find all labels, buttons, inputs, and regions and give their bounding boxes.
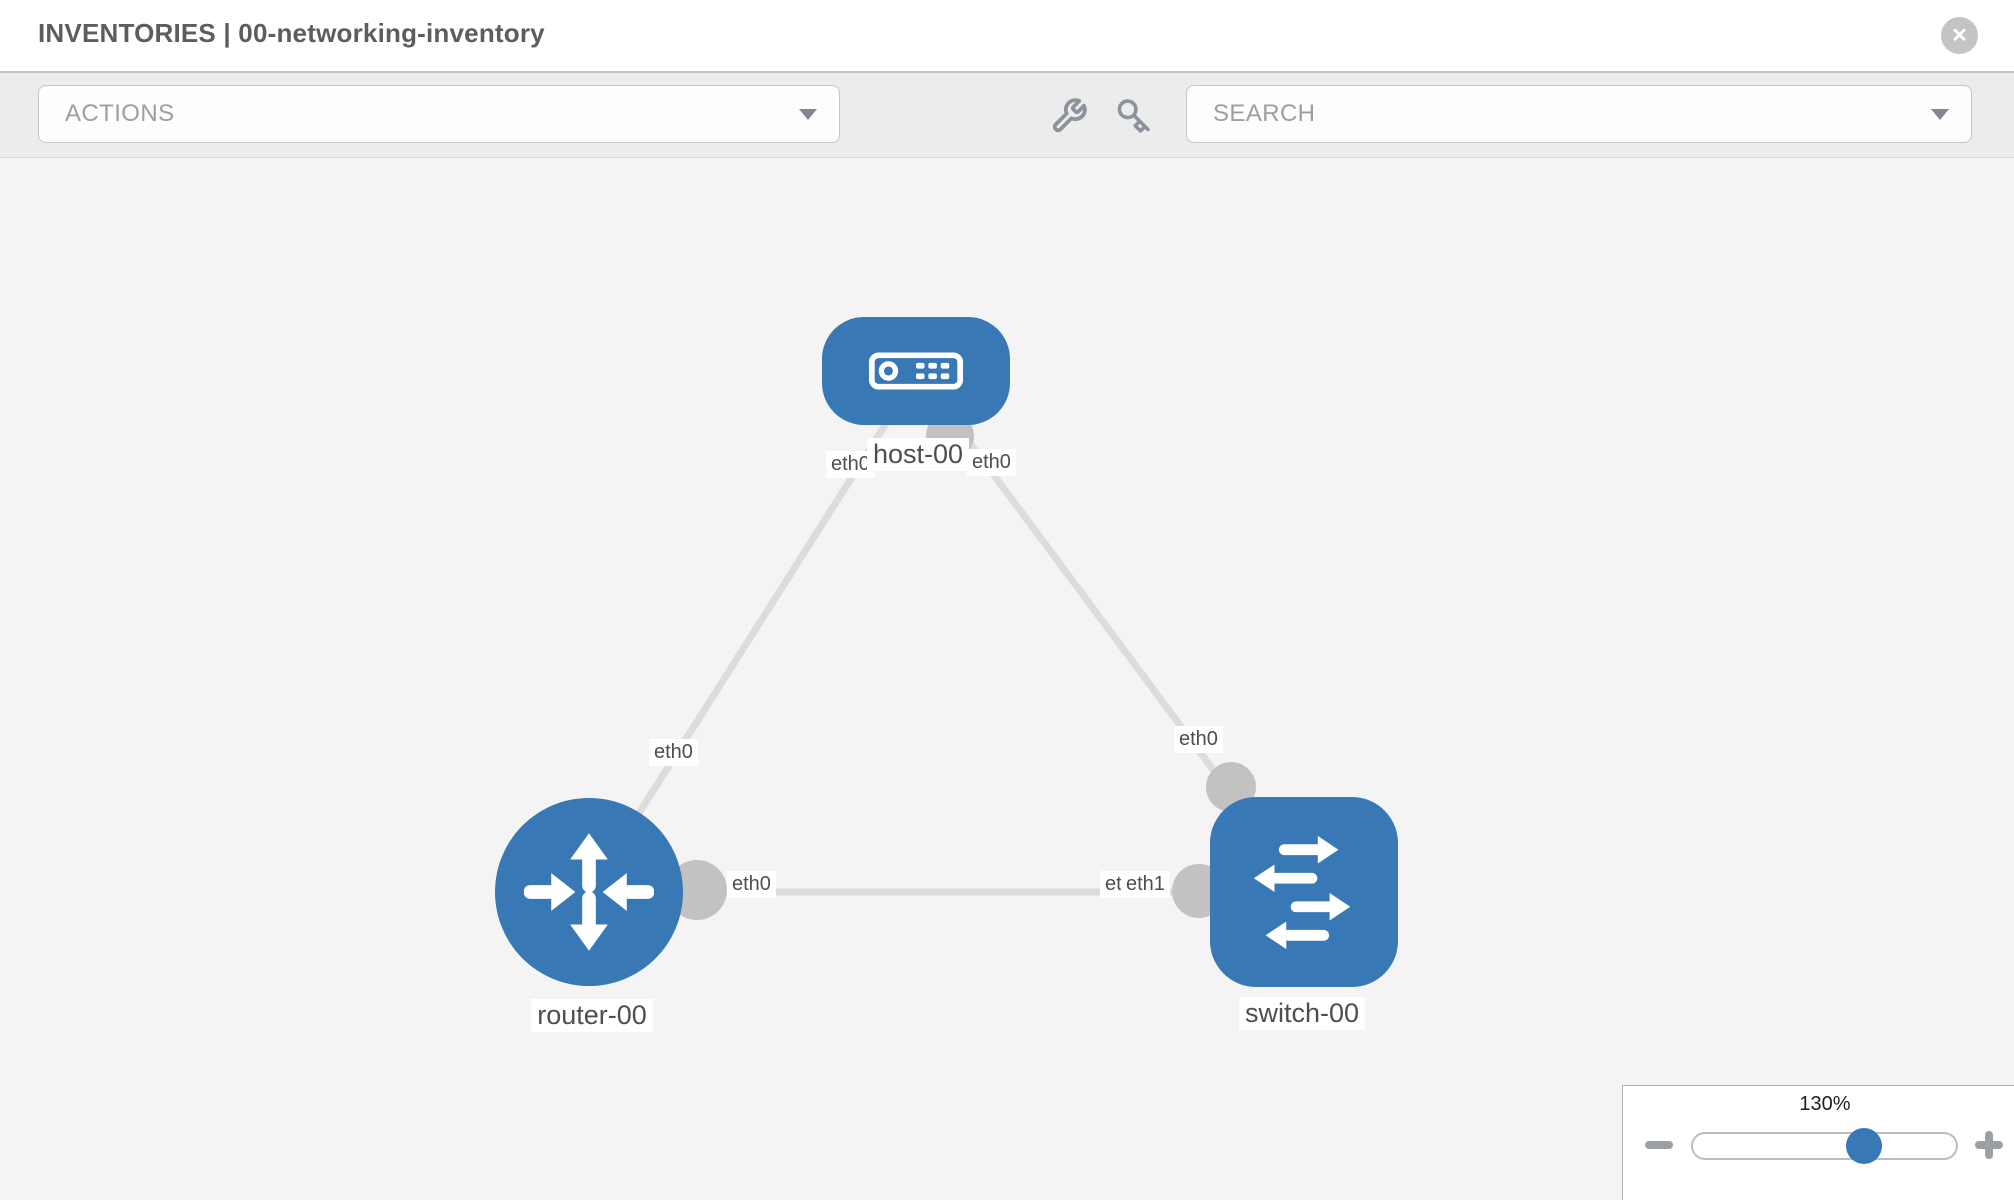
page-title: INVENTORIES | 00-networking-inventory — [38, 18, 545, 48]
interface-label: eth0 — [1174, 726, 1223, 753]
zoom-panel: 130% — [1622, 1085, 2014, 1200]
node-label-switch: switch-00 — [1238, 997, 1366, 1030]
interface-label: eth0 — [967, 449, 1016, 476]
node-host-00[interactable] — [822, 317, 1010, 425]
zoom-in-button[interactable] — [1975, 1131, 2003, 1159]
topology-canvas[interactable]: host-00 router-00 switch-00 eth0 eth0 et… — [0, 158, 2014, 1200]
node-router-00[interactable] — [495, 798, 683, 986]
node-label-router: router-00 — [531, 999, 653, 1032]
chevron-down-icon — [1931, 109, 1949, 120]
key-icon — [1117, 99, 1150, 133]
zoom-slider-track[interactable] — [1691, 1132, 1958, 1160]
node-label-host: host-00 — [866, 438, 970, 471]
host-icon — [868, 352, 964, 390]
node-switch-00[interactable] — [1210, 797, 1398, 987]
interface-label: eth0 — [727, 871, 776, 898]
interface-label: eth0 — [649, 739, 698, 766]
zoom-slider-knob[interactable] — [1846, 1128, 1882, 1164]
close-icon: ✕ — [1951, 25, 1968, 47]
wrench-icon — [1052, 98, 1087, 133]
chevron-down-icon — [799, 109, 817, 120]
close-button[interactable]: ✕ — [1941, 17, 1978, 54]
header-bar: INVENTORIES | 00-networking-inventory ✕ — [0, 0, 2014, 71]
actions-dropdown-label: ACTIONS — [65, 100, 175, 127]
search-dropdown-label: SEARCH — [1213, 100, 1316, 127]
switch-icon — [1253, 835, 1351, 949]
interface-label: eth1 — [1121, 871, 1170, 898]
router-icon — [524, 833, 654, 951]
credentials-button[interactable] — [1112, 95, 1154, 137]
interface-label: eth0 — [826, 451, 875, 478]
actions-dropdown[interactable]: ACTIONS — [38, 85, 840, 143]
configure-button[interactable] — [1048, 95, 1090, 137]
toolbar: ACTIONS SEARCH — [0, 71, 2014, 158]
zoom-out-button[interactable] — [1645, 1141, 1673, 1149]
search-dropdown[interactable]: SEARCH — [1186, 85, 1972, 143]
links-layer — [586, 370, 1307, 920]
zoom-level: 130% — [1799, 1093, 1851, 1115]
